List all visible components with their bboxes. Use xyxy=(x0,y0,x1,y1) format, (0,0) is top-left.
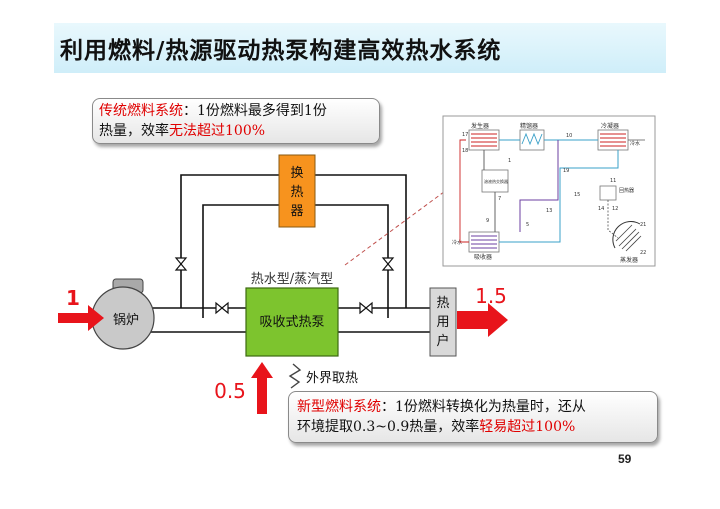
outside-heat-label: 外界取热 xyxy=(306,371,358,386)
new-text2: 环境提取0.3~0.9热量，效率 xyxy=(297,419,480,435)
svg-text:精馏器: 精馏器 xyxy=(520,122,538,130)
svg-text:吸收器: 吸收器 xyxy=(474,253,492,261)
svg-text:11: 11 xyxy=(610,178,616,184)
svg-text:5: 5 xyxy=(526,222,529,228)
svg-text:发生器: 发生器 xyxy=(471,122,489,130)
svg-text:10: 10 xyxy=(566,133,572,139)
heat-exchanger-box xyxy=(278,154,316,228)
new-text1: 1份燃料转换化为热量时，还从 xyxy=(395,399,586,415)
heat-exchanger-char-3: 器 xyxy=(290,204,303,219)
traditional-label: 传统燃料系统 xyxy=(99,103,183,119)
svg-text:7: 7 xyxy=(498,196,501,202)
svg-text:19: 19 xyxy=(563,168,569,174)
heat-user-char-3: 户 xyxy=(436,333,449,349)
heat-user-box xyxy=(429,287,457,357)
traditional-highlight: 无法超过100% xyxy=(169,123,266,139)
svg-text:冷凝器: 冷凝器 xyxy=(601,122,619,130)
pump-type-label: 热水型/蒸汽型 xyxy=(251,272,333,287)
svg-text:蒸发器: 蒸发器 xyxy=(620,256,638,264)
svg-text:15: 15 xyxy=(574,192,580,198)
traditional-text2: 热量，效率 xyxy=(99,123,169,139)
inset-pointer-line xyxy=(344,184,454,266)
svg-text:1: 1 xyxy=(508,158,511,164)
svg-text:9: 9 xyxy=(486,218,489,224)
svg-text:13: 13 xyxy=(546,208,552,214)
page-number: 59 xyxy=(618,452,632,466)
svg-text:18: 18 xyxy=(462,148,468,154)
svg-text:冷水: 冷水 xyxy=(452,239,462,246)
heat-exchanger-char-1: 换 xyxy=(290,166,303,181)
svg-text:冷水: 冷水 xyxy=(630,140,640,147)
output-heat-value: 1.5 xyxy=(475,284,507,308)
pipe-network xyxy=(143,174,430,333)
env-heat-arrow xyxy=(251,362,273,414)
inset-schematic: 发生器 精馏器 冷凝器 冷水 溶液热交换器 回热器 吸收器 冷水 蒸发器 17 xyxy=(442,115,656,267)
svg-text:12: 12 xyxy=(612,206,618,212)
title-bar: 利用燃料/热源驱动热泵构建高效热水系统 xyxy=(54,23,666,73)
heat-user-char-2: 用 xyxy=(436,315,449,330)
page-title: 利用燃料/热源驱动热泵构建高效热水系统 xyxy=(60,38,502,64)
new-label: 新型燃料系统 xyxy=(297,399,381,415)
new-highlight: 轻易超过100% xyxy=(479,419,576,435)
svg-text:22: 22 xyxy=(640,250,646,256)
input-fuel-value: 1 xyxy=(66,286,80,310)
heat-pump-box xyxy=(245,287,339,357)
traditional-colon: ： xyxy=(183,103,197,119)
svg-text:溶液热交换器: 溶液热交换器 xyxy=(484,178,508,184)
zigzag-icon xyxy=(288,363,302,389)
valve-right-horizontal xyxy=(359,301,373,315)
env-heat-value: 0.5 xyxy=(214,379,246,403)
svg-text:回热器: 回热器 xyxy=(619,187,634,194)
svg-text:14: 14 xyxy=(598,206,604,212)
svg-text:21: 21 xyxy=(640,222,646,228)
traditional-text1: 1份燃料最多得到1份 xyxy=(197,103,327,119)
traditional-system-callout: 传统燃料系统：1份燃料最多得到1份 热量，效率无法超过100% xyxy=(92,98,380,144)
valve-right-vertical xyxy=(381,257,395,271)
new-colon: ： xyxy=(381,399,395,415)
heat-user-char-1: 热 xyxy=(436,296,449,311)
svg-text:17: 17 xyxy=(462,132,468,138)
boiler xyxy=(91,278,155,350)
new-system-callout: 新型燃料系统：1份燃料转换化为热量时，还从 环境提取0.3~0.9热量，效率轻易… xyxy=(288,391,658,443)
output-heat-arrow xyxy=(457,303,508,337)
heat-pump-label: 吸收式热泵 xyxy=(259,315,324,330)
valve-left-horizontal xyxy=(215,301,229,315)
heat-exchanger-char-2: 热 xyxy=(290,185,303,200)
valve-left-vertical xyxy=(174,257,188,271)
input-fuel-arrow xyxy=(58,305,104,331)
boiler-label: 锅炉 xyxy=(113,312,139,328)
